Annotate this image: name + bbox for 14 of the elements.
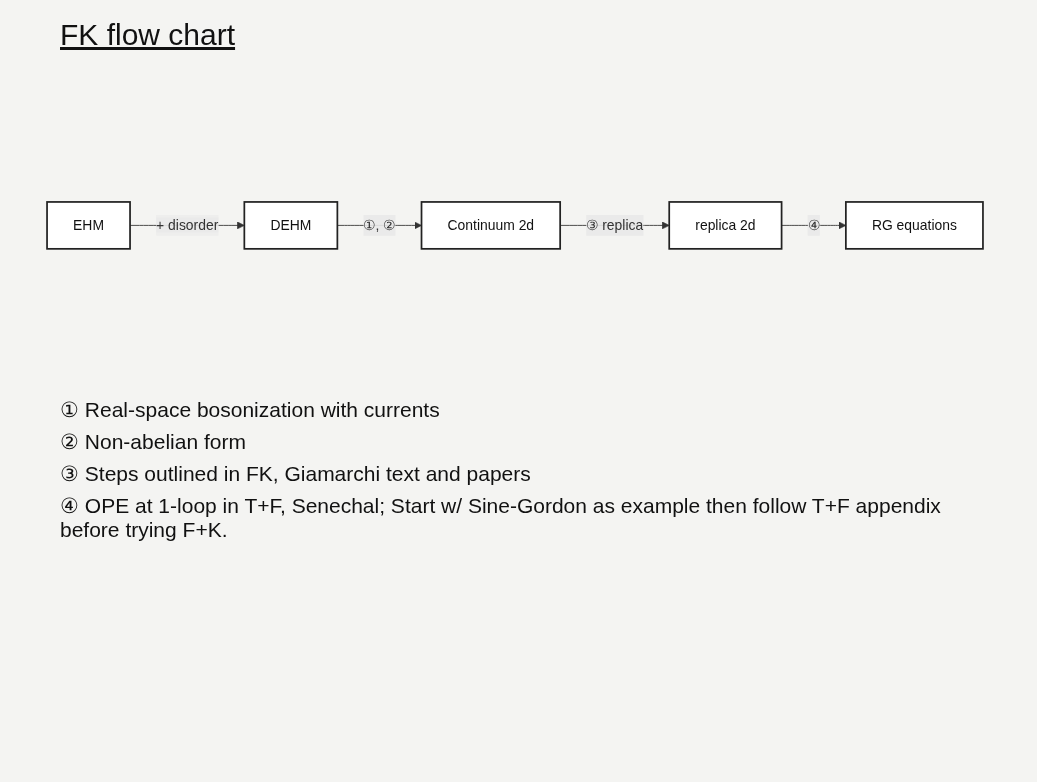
- node-box: RG equations: [845, 200, 984, 250]
- edge-label: + disorder: [156, 217, 219, 232]
- node-box: EHM: [46, 200, 131, 250]
- note-text: ① Real-space bosonization with currents: [60, 398, 441, 422]
- diagram-title: FK flow chart: [60, 18, 236, 52]
- node-box: Continuum 2d: [420, 200, 562, 250]
- note-text: ② Non-abelian form: [60, 430, 247, 454]
- edge-label: ④: [807, 217, 820, 232]
- note-text: ③ Steps outlined in FK, Giamarchi text and papers: [60, 462, 532, 486]
- node-box: replica 2d: [668, 200, 783, 250]
- edge-label: ③ replica: [586, 217, 644, 232]
- edge-label: ①, ②: [363, 217, 396, 232]
- note-text: ④ OPE at 1-loop in T+F, Senechal; Start w/ Sine-Gordon as example then follow T+F appendix before trying F+K.: [60, 494, 942, 542]
- node-box: DEHM: [243, 200, 339, 250]
